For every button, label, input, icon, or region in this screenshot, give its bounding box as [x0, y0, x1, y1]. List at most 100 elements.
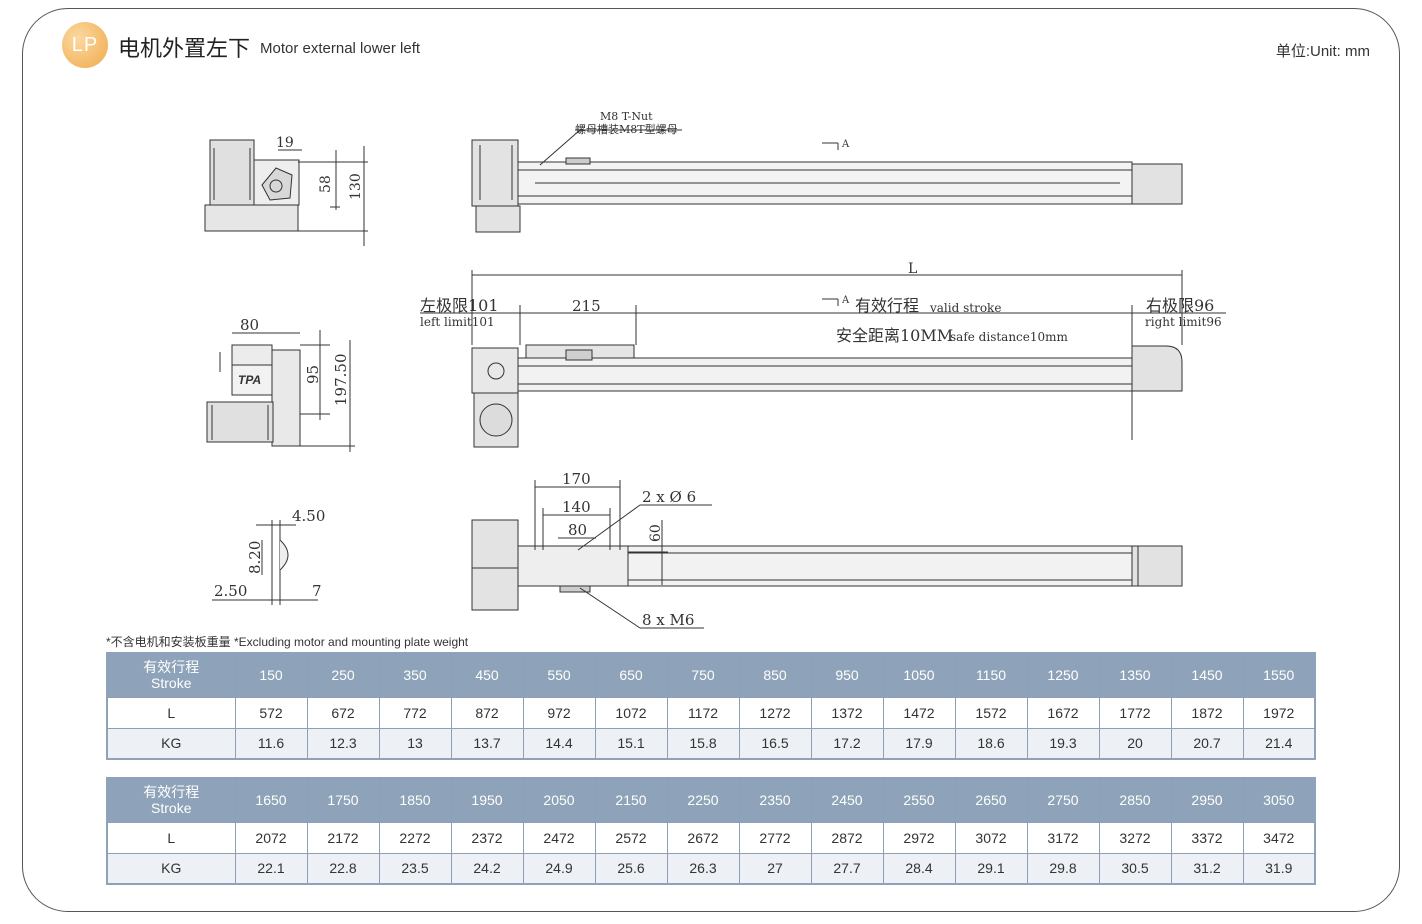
table-cell-l: 2072: [234, 821, 308, 854]
stroke-label-zh: 有效行程: [855, 296, 919, 315]
holes-label: 2 x Ø 6: [642, 488, 696, 506]
bottom-view: [471, 480, 1183, 629]
table-cell-l: 1572: [954, 696, 1028, 729]
side-view-bottom: [212, 520, 318, 605]
table-cell-kg: 12.3: [306, 727, 380, 760]
table-cell-l: 2572: [594, 821, 668, 854]
table-cell-stroke: 2750: [1026, 777, 1100, 823]
top-view: [471, 129, 1183, 233]
length-row-label: L: [106, 821, 236, 854]
table-cell-stroke: 150: [234, 652, 308, 698]
table-cell-kg: 24.2: [450, 852, 524, 885]
table-cell-l: 2172: [306, 821, 380, 854]
side-view-mid: [206, 330, 355, 452]
table-cell-stroke: 250: [306, 652, 380, 698]
table-cell-stroke: 550: [522, 652, 596, 698]
table-cell-kg: 19.3: [1026, 727, 1100, 760]
stroke-label-en: valid stroke: [929, 301, 1001, 315]
dim-95: 95: [304, 365, 322, 384]
table-cell-stroke: 1750: [306, 777, 380, 823]
table-cell-kg: 17.9: [882, 727, 956, 760]
table-cell-l: 3072: [954, 821, 1028, 854]
table-cell-stroke: 1250: [1026, 652, 1100, 698]
table-cell-stroke: 950: [810, 652, 884, 698]
table-cell-stroke: 1150: [954, 652, 1028, 698]
table-cell-kg: 22.1: [234, 852, 308, 885]
dim-L: L: [908, 261, 917, 277]
page-subtitle: Motor external lower left: [260, 40, 421, 57]
table-cell-kg: 25.6: [594, 852, 668, 885]
dim-170: 170: [562, 470, 591, 488]
screws-label: 8 x M6: [642, 611, 694, 629]
table-cell-stroke: 350: [378, 652, 452, 698]
table-cell-kg: 22.8: [306, 852, 380, 885]
table-cell-l: 3272: [1098, 821, 1172, 854]
table-cell-stroke: 750: [666, 652, 740, 698]
table-cell-kg: 13.7: [450, 727, 524, 760]
table-cell-l: 1672: [1026, 696, 1100, 729]
page-title: 电机外置左下: [118, 36, 251, 61]
dim-4-50: 4.50: [292, 507, 325, 525]
table-cell-kg: 21.4: [1242, 727, 1316, 760]
table-cell-stroke: 650: [594, 652, 668, 698]
section-a-top: A: [841, 139, 850, 150]
table-cell-stroke: 2050: [522, 777, 596, 823]
table-cell-kg: 28.4: [882, 852, 956, 885]
table-cell-kg: 20: [1098, 727, 1172, 760]
table-cell-l: 1872: [1170, 696, 1244, 729]
table-cell-stroke: 2550: [882, 777, 956, 823]
weight-row-label: KG: [106, 727, 236, 760]
table-cell-l: 3172: [1026, 821, 1100, 854]
table-cell-kg: 14.4: [522, 727, 596, 760]
tpa-logo-icon: TPA: [238, 373, 261, 387]
table-cell-l: 1372: [810, 696, 884, 729]
table-cell-stroke: 2150: [594, 777, 668, 823]
dim-215: 215: [572, 297, 601, 315]
dim-60: 60: [648, 524, 664, 542]
right-limit-en: right limit96: [1145, 315, 1222, 329]
table-cell-stroke: 3050: [1242, 777, 1316, 823]
right-limit-zh: 右极限96: [1146, 296, 1214, 315]
table-cell-l: 572: [234, 696, 308, 729]
table-cell-l: 2972: [882, 821, 956, 854]
table-cell-stroke: 1950: [450, 777, 524, 823]
table-cell-kg: 29.8: [1026, 852, 1100, 885]
table-cell-stroke: 1050: [882, 652, 956, 698]
table-cell-l: 2372: [450, 821, 524, 854]
table-cell-kg: 27: [738, 852, 812, 885]
table-cell-stroke: 1650: [234, 777, 308, 823]
table-cell-l: 1272: [738, 696, 812, 729]
safe-distance-zh: 安全距离10MM: [836, 326, 953, 345]
dim-58: 58: [318, 175, 334, 193]
weight-row-label: KG: [106, 852, 236, 885]
dim-80-bottom: 80: [568, 521, 587, 539]
table-cell-stroke: 2650: [954, 777, 1028, 823]
unit-label: 单位:Unit: mm: [1275, 43, 1370, 60]
table-cell-l: 1472: [882, 696, 956, 729]
table-cell-stroke: 1350: [1098, 652, 1172, 698]
dim-197-50: 197.50: [332, 354, 350, 407]
table-cell-l: 1072: [594, 696, 668, 729]
table-cell-kg: 27.7: [810, 852, 884, 885]
dim-130: 130: [348, 173, 364, 200]
table-cell-l: 3472: [1242, 821, 1316, 854]
table-cell-kg: 31.2: [1170, 852, 1244, 885]
table-cell-l: 872: [450, 696, 524, 729]
weight-note: *不含电机和安装板重量 *Excluding motor and mountin…: [106, 635, 469, 649]
table-cell-kg: 24.9: [522, 852, 596, 885]
dim-140: 140: [562, 498, 591, 516]
dim-8-20: 8.20: [246, 541, 264, 574]
tnut-label-zh: 螺母槽装M8T型螺母: [575, 122, 678, 136]
table-cell-stroke: 850: [738, 652, 812, 698]
table-cell-stroke: 1850: [378, 777, 452, 823]
table-cell-stroke: 2250: [666, 777, 740, 823]
table-cell-l: 2872: [810, 821, 884, 854]
